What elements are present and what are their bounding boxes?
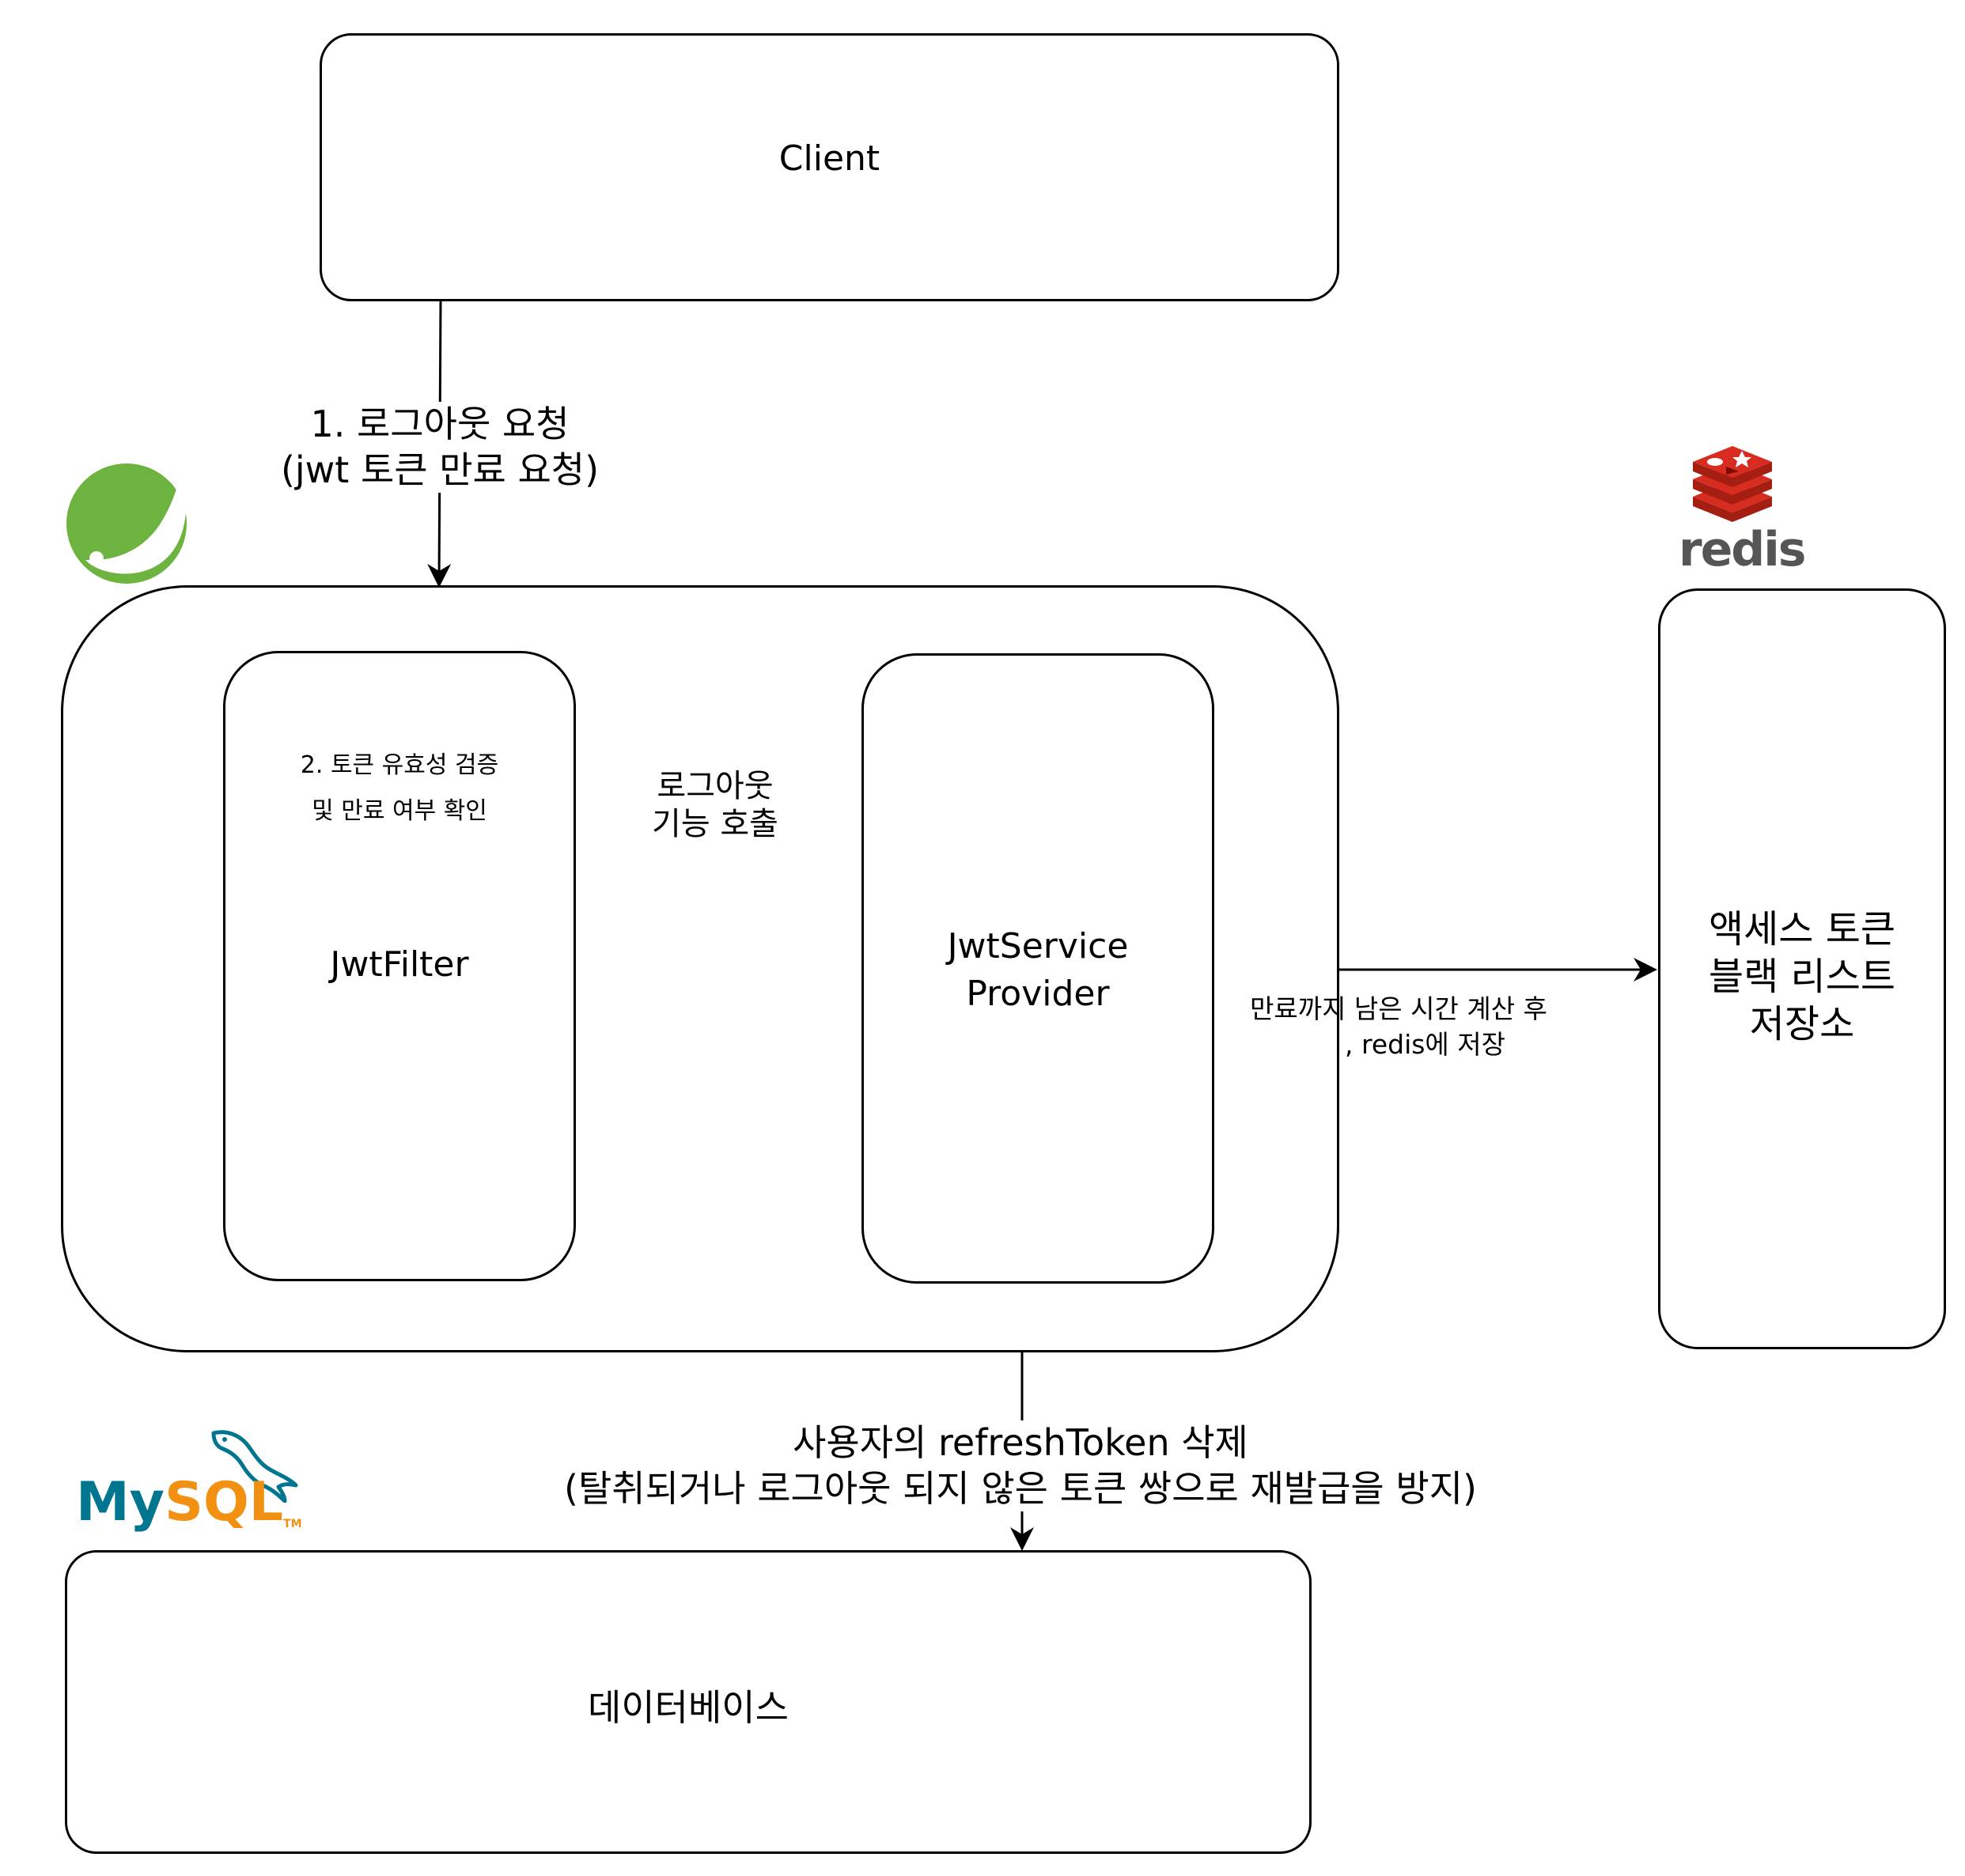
jwt-service-label-line1: JwtService [947, 926, 1129, 966]
redis-wordmark: redis [1679, 522, 1807, 577]
redis-store-line2: 블랙 리스트 [1708, 955, 1896, 999]
client-node: Client [320, 33, 1339, 301]
redis-store-line1: 액세스 토큰 [1708, 907, 1896, 951]
save-redis-line2: , redis에 저장 [1345, 1028, 1506, 1060]
mysql-wordmark-my: My [76, 1471, 165, 1534]
delete-refresh-line1: 사용자의 refreshToken 삭제 [793, 1420, 1248, 1466]
client-label: Client [778, 138, 880, 179]
mysql-dolphin-icon [211, 1430, 298, 1503]
call-logout-line1: 로그아웃 [657, 768, 774, 804]
redis-logo: redis [1677, 440, 1807, 582]
mysql-trademark: TM [283, 1518, 302, 1530]
redis-blacklist-node: 액세스 토큰 블랙 리스트 저장소 [1658, 588, 1946, 1349]
delete-refresh-label: 사용자의 refreshToken 삭제 (탈취되거나 로그아웃 되지 않은 토… [506, 1420, 1535, 1511]
jwt-service-provider-node: JwtService Provider [861, 653, 1214, 1284]
database-label: 데이터베이스 [588, 1686, 789, 1729]
save-redis-line1: 만료까지 남은 시간 계산 후 [1250, 993, 1547, 1024]
redis-cube-icon [1693, 446, 1772, 522]
save-redis-label: 만료까지 남은 시간 계산 후 , redis에 저장 [1250, 992, 1622, 1062]
call-logout-label: 로그아웃 기능 호출 [642, 767, 788, 843]
logout-request-label: 1. 로그아웃 요청 (jwt 토큰 만료 요청) [237, 402, 642, 493]
jwt-service-label-line2: Provider [966, 974, 1110, 1014]
jwt-filter-note-line1: 2. 토큰 유효성 검증 [300, 751, 499, 779]
database-node: 데이터베이스 [65, 1550, 1312, 1854]
jwt-filter-node: 2. 토큰 유효성 검증 및 만료 여부 확인 JwtFilter [223, 651, 576, 1281]
spring-leaf-icon [63, 456, 195, 587]
delete-refresh-line2: (탈취되거나 로그아웃 되지 않은 토큰 쌍으로 재발급을 방지) [564, 1466, 1477, 1511]
mysql-logo: MySQLTM [76, 1424, 305, 1542]
call-logout-line2: 기능 호출 [652, 806, 778, 842]
jwt-filter-note-line2: 및 만료 여부 확인 [312, 797, 487, 825]
redis-store-line3: 저장소 [1749, 1002, 1855, 1046]
logout-request-line1: 1. 로그아웃 요청 [310, 403, 570, 445]
logout-request-line2: (jwt 토큰 만료 요청) [280, 448, 600, 491]
jwt-filter-label: JwtFilter [330, 944, 469, 985]
mysql-wordmark-sql: SQL [165, 1471, 284, 1534]
